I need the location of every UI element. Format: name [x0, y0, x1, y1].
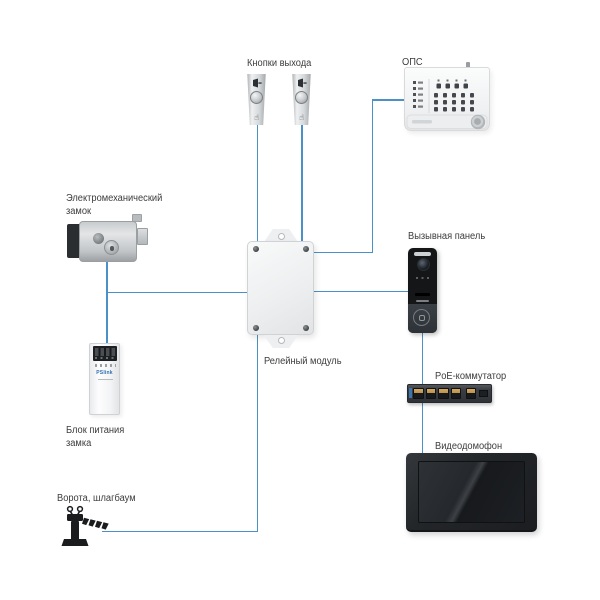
terminal-screws: [95, 357, 115, 359]
psu-brand-text: PSlink: [96, 370, 113, 376]
terminal-slots: [95, 348, 115, 356]
wire-call-panel-relay: [312, 290, 410, 292]
gate-barrier: [61, 505, 109, 546]
indicator-row: [95, 364, 116, 367]
mounting-hole-top: [277, 233, 285, 240]
call-panel: [408, 248, 437, 333]
label-ops: ОПС: [402, 57, 423, 68]
call-button: [413, 309, 430, 326]
electromechanical-lock: [66, 211, 150, 263]
door-exit-icon: [253, 78, 262, 88]
call-panel-body: [408, 248, 437, 333]
label-psu-line1: Блок питания: [66, 425, 125, 436]
label-gate: Ворота, шлагбаум: [57, 493, 136, 504]
push-button: [250, 91, 263, 104]
ethernet-port: [425, 388, 436, 399]
uplink-port: [465, 388, 476, 399]
finger-press-icon: ☝: [299, 113, 304, 122]
ops-keypad: [406, 79, 488, 130]
label-psu: Блок питания замка: [66, 424, 124, 450]
ethernet-port: [413, 388, 424, 399]
antenna: [466, 62, 470, 69]
ops-panel: [404, 62, 490, 131]
mounting-hole-bottom: [277, 337, 285, 344]
push-button: [295, 91, 308, 104]
lock-body: [79, 221, 137, 262]
wire-lock-relay: [106, 291, 248, 293]
exit-button-left: ☝: [246, 74, 267, 125]
lock-power-supply: PSlink: [89, 343, 120, 415]
label-call-panel: Вызывная панель: [408, 231, 486, 242]
label-lock-line1: Электромеханический: [66, 193, 163, 204]
speaker-slot: [415, 293, 430, 296]
wire-exit-button-right-relay: [301, 123, 303, 243]
finger-press-icon: ☝: [254, 113, 259, 122]
exit-button-right: ☝: [291, 74, 312, 125]
label-lock-line2: замок: [66, 206, 92, 217]
lock-latch: [137, 228, 148, 245]
keyhole: [110, 245, 114, 251]
psu-body: PSlink: [89, 343, 120, 415]
poe-switch: [407, 384, 492, 403]
screw: [253, 246, 259, 252]
screw: [253, 325, 259, 331]
relay-module: [246, 228, 316, 350]
video-intercom: [406, 453, 537, 532]
door-exit-icon: [298, 78, 307, 88]
ir-leds: [416, 277, 430, 279]
label-relay: Релейный модуль: [264, 356, 342, 367]
wire-ops-relay: [312, 251, 373, 253]
lock-knob: [93, 233, 104, 244]
label-psu-line2: замка: [66, 438, 92, 449]
wire-exit-button-left-relay: [256, 123, 258, 243]
camera-lens: [417, 258, 430, 271]
label-sticker: [409, 388, 412, 398]
psu-subtext: [98, 379, 113, 380]
label-lock: Электромеханический замок: [66, 192, 162, 218]
brand-text: [416, 300, 429, 302]
intercom-screen: [418, 461, 525, 523]
label-poe-switch: PoE-коммутатор: [435, 371, 507, 382]
lock-bolt-stub: [132, 214, 142, 222]
wire-ops-riser: [371, 99, 373, 253]
wire-ops-top: [371, 99, 407, 101]
call-button-icon: [418, 314, 425, 321]
ethernet-port: [450, 388, 461, 399]
wire-gate: [102, 530, 258, 532]
label-exit-buttons: Кнопки выхода: [247, 58, 312, 69]
lock-cylinder: [104, 240, 119, 255]
wire-relay-gate: [256, 333, 258, 532]
lock-strike-plate: [67, 224, 80, 258]
screw: [303, 246, 309, 252]
relay-module-body: [247, 241, 314, 335]
ethernet-port: [438, 388, 449, 399]
terminal-block: [93, 346, 117, 361]
label-intercom: Видеодомофон: [435, 441, 503, 452]
call-panel-lower: [408, 304, 437, 333]
wire-lock-psu: [106, 259, 108, 345]
screw: [303, 325, 309, 331]
speaker-grille: [414, 252, 431, 256]
console-port: [479, 390, 488, 397]
